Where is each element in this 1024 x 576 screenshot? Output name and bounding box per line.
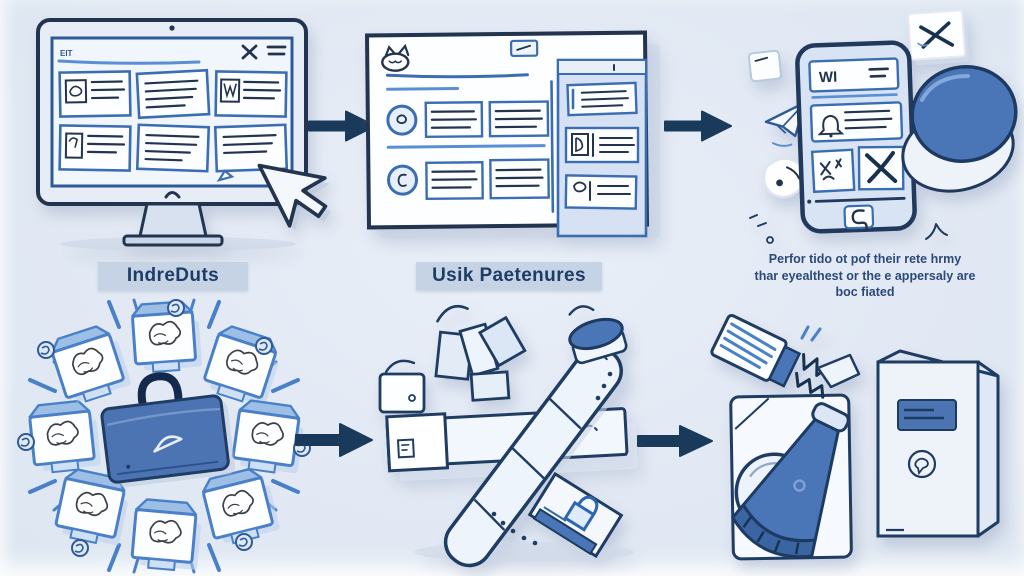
step2-label: Usik Paetenures	[416, 262, 602, 290]
dot-mark	[766, 236, 774, 244]
spark-dashes	[800, 325, 822, 342]
screen-card	[135, 68, 211, 120]
lock-icon	[563, 500, 596, 532]
app-square-icon	[748, 49, 782, 83]
flow-arrow-2	[664, 110, 732, 142]
announce-illustration	[710, 313, 1000, 561]
bottom-rule	[814, 196, 906, 203]
phone-header-text: WI	[819, 69, 838, 87]
step1-label: IndreDuts	[98, 262, 248, 290]
send-card-icon	[907, 9, 970, 66]
cabinet-label	[897, 399, 957, 431]
monitor-base	[122, 234, 224, 247]
list-item	[386, 100, 550, 139]
caption-line: boc fiated	[835, 285, 895, 299]
flow-arrow-3	[295, 423, 373, 457]
topbar-underline	[57, 59, 201, 65]
doodle-circle	[167, 299, 185, 317]
side-box	[378, 359, 426, 414]
menu-icon	[868, 67, 889, 78]
chin-mark	[164, 191, 181, 199]
screen-card	[214, 70, 288, 118]
phone-header-card: WI	[808, 57, 900, 99]
step3-caption: Perfor tido ot pof their rete hrmy thar …	[712, 251, 1018, 301]
flow-arrow-4	[637, 425, 713, 457]
brush-icon	[710, 313, 832, 399]
camera-dot-icon	[169, 25, 175, 31]
package-card	[27, 397, 103, 476]
round-button	[901, 65, 1018, 193]
menu-icon	[266, 45, 287, 56]
doodle-circle	[235, 533, 253, 551]
caption-line: thar eyealthest or the e appersaly are	[754, 268, 976, 283]
package-card	[130, 299, 204, 375]
phone-body: WI	[795, 40, 917, 234]
ruler-stick	[443, 345, 629, 568]
doodle-badge-icon	[907, 449, 937, 479]
arrow-right-icon	[664, 110, 732, 142]
sketch-tile-icon	[810, 148, 856, 194]
package-card	[47, 320, 134, 409]
package-card	[129, 497, 205, 574]
crossed-tools-illustration	[378, 305, 638, 568]
screen-card	[58, 124, 132, 172]
cat-icon	[381, 43, 410, 72]
browser-illustration	[364, 30, 660, 238]
briefcase-icon	[100, 372, 235, 488]
home-spiral-icon	[843, 204, 875, 231]
list-item	[387, 158, 550, 201]
glove-bundle	[434, 305, 527, 402]
shard-icon	[816, 353, 861, 389]
lock-plate	[527, 471, 624, 559]
sidebar-card	[564, 126, 640, 164]
blue-cap	[568, 305, 628, 365]
monitor-illustration: EIT	[36, 18, 331, 251]
cursor-icon	[257, 163, 331, 232]
sidebar-card	[566, 81, 638, 117]
arrow-right-icon	[295, 423, 373, 457]
bell-icon	[817, 114, 845, 136]
cabinet-icon	[876, 349, 1000, 538]
arrow-right-icon	[637, 425, 713, 457]
screen-card	[213, 123, 289, 182]
scribble-mark	[749, 214, 767, 227]
sub-rule	[386, 87, 460, 91]
megaphone-icon	[731, 402, 850, 559]
browser-sidebar	[556, 58, 648, 238]
header-rule	[385, 73, 529, 79]
header-button	[509, 39, 539, 58]
doodle-circle	[255, 337, 273, 355]
arrow-right-icon	[308, 110, 376, 142]
briefcase-circle-illustration	[17, 298, 311, 574]
doodle-circle	[71, 539, 89, 557]
flow-arrow-1	[308, 110, 376, 142]
sidebar-card	[564, 174, 638, 210]
screen-card	[135, 123, 211, 173]
sparkle-mark	[925, 223, 948, 240]
notification-card	[809, 101, 904, 143]
close-icon	[241, 44, 258, 60]
dot-trail	[491, 371, 613, 546]
screen-topbar-text: EIT	[60, 49, 73, 58]
x-tile-icon	[857, 145, 905, 191]
content-divider	[550, 80, 555, 213]
row-divider	[386, 144, 546, 149]
screen-card	[58, 70, 132, 118]
doodle-circle	[17, 433, 35, 451]
doodle-circle	[37, 341, 55, 359]
caption-line: Perfor tido ot pof their rete hrmy	[768, 252, 962, 266]
phone-illustration: WI	[748, 9, 1018, 244]
monitor-stand	[138, 202, 208, 238]
